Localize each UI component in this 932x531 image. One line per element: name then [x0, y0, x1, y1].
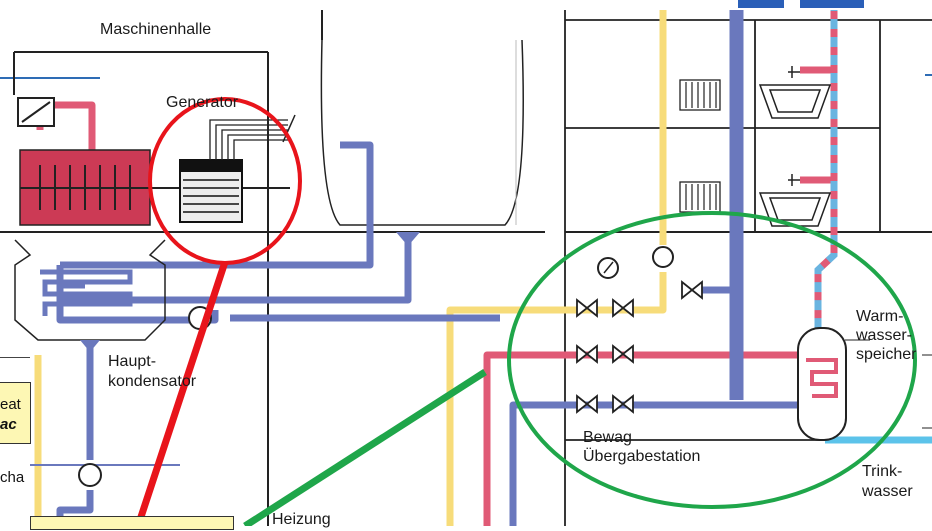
turbine [19, 149, 290, 226]
label-main-condenser-2: kondensator [108, 373, 197, 390]
label-drinking-water-1: Trink- [862, 463, 903, 480]
striped-pipe-red [814, 10, 838, 330]
green-pointer-line [243, 369, 487, 529]
label-hot-water-3: speicher [856, 346, 917, 363]
condenser-coil [40, 269, 133, 316]
tap-triangle-2 [396, 232, 420, 246]
slide-fragment-3: cha [0, 469, 25, 486]
residential-building [564, 10, 932, 526]
cooling-tower [320, 39, 524, 226]
slide-fragment-1: eat [0, 396, 21, 413]
slide-tab-2 [800, 0, 864, 8]
slide-yellow-box [0, 382, 31, 444]
label-transfer-station-2: Übergabestation [583, 448, 701, 465]
slide-bottom-box [30, 516, 234, 530]
sinks [758, 84, 832, 227]
label-hot-water-2: wasser- [856, 327, 913, 344]
tap-triangle-1 [80, 340, 100, 352]
radiators [679, 79, 721, 213]
red-pointer-line [134, 260, 229, 528]
label-heating: Heizung [272, 511, 331, 528]
yellow-pipes [34, 10, 667, 526]
label-main-condenser-1: Haupt- [108, 353, 157, 370]
label-machine-hall: Maschinenhalle [100, 21, 212, 38]
label-hot-water-1: Warm- [856, 308, 904, 325]
generator [179, 114, 296, 223]
striped-pipe-blue [814, 10, 838, 330]
label-drinking-water-2: wasser [862, 483, 913, 500]
label-generator: Generator [166, 94, 239, 111]
transfer-station-highlight-ellipse [507, 211, 917, 509]
slide-fragment-2: ac [0, 416, 17, 433]
valves [576, 280, 703, 414]
slide-tab-1 [738, 0, 784, 8]
condenser-housing [14, 239, 166, 341]
label-transfer-station-1: Bewag [583, 429, 632, 446]
